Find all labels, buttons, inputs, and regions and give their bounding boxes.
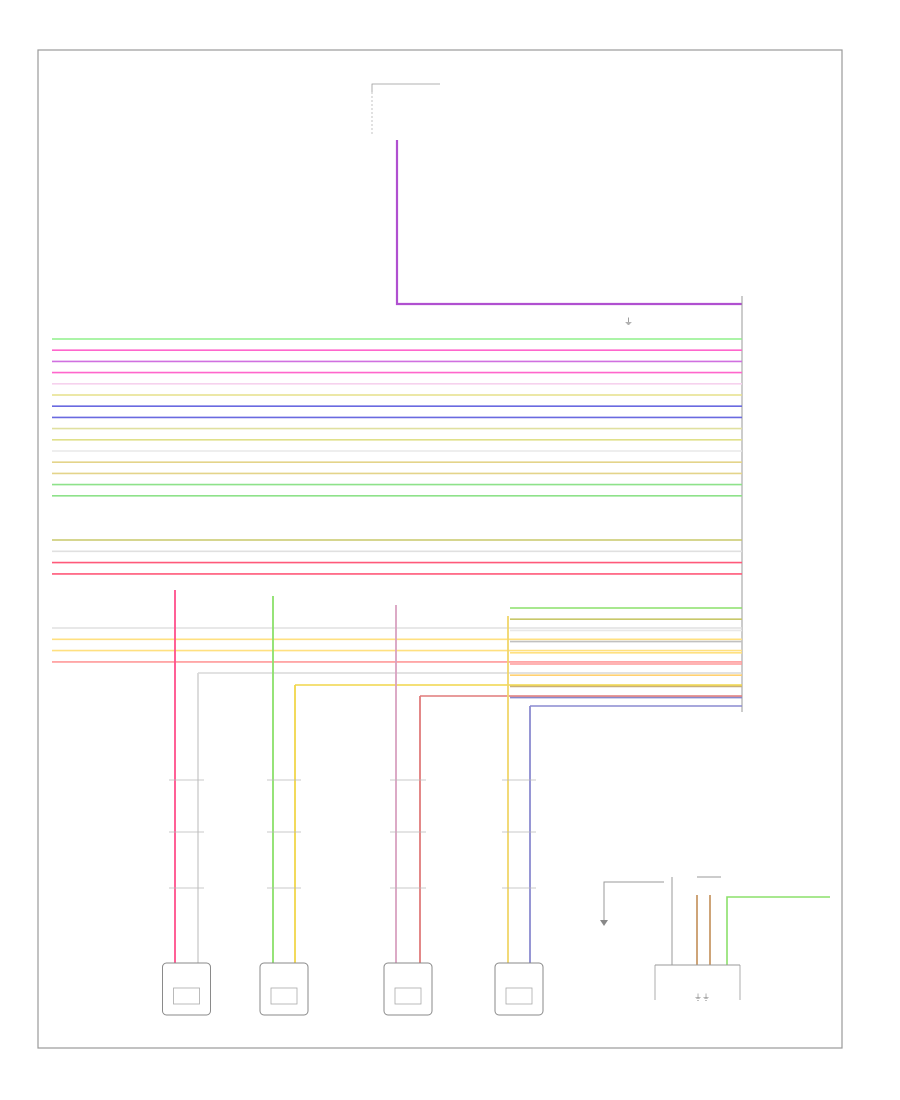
- speaker-leads: [169, 590, 742, 965]
- speaker-body: [494, 962, 544, 1016]
- speaker-cone-icon: [270, 987, 298, 1005]
- top-module: [371, 83, 440, 135]
- ground-symbol-icon: ⏚: [624, 317, 633, 327]
- diagram-frame: [37, 49, 843, 1049]
- harness-wires: [52, 338, 742, 699]
- speaker-cone-icon: [505, 987, 533, 1005]
- ground: [600, 881, 664, 926]
- subwoofer-terminal-icon: ⏚⏚: [694, 993, 710, 1002]
- subwoofer: ⏚⏚: [654, 876, 830, 1002]
- speaker-cone-icon: [394, 987, 422, 1005]
- ground-arrow-icon: [600, 920, 608, 926]
- speaker-body: [383, 962, 433, 1016]
- speaker-cone-icon: [173, 987, 200, 1005]
- speaker-body: [162, 962, 211, 1016]
- top-feed-wire: [395, 140, 742, 306]
- speaker-body: [259, 962, 309, 1016]
- amplifier-module: ⏚: [624, 296, 743, 712]
- speakers: [162, 962, 544, 1016]
